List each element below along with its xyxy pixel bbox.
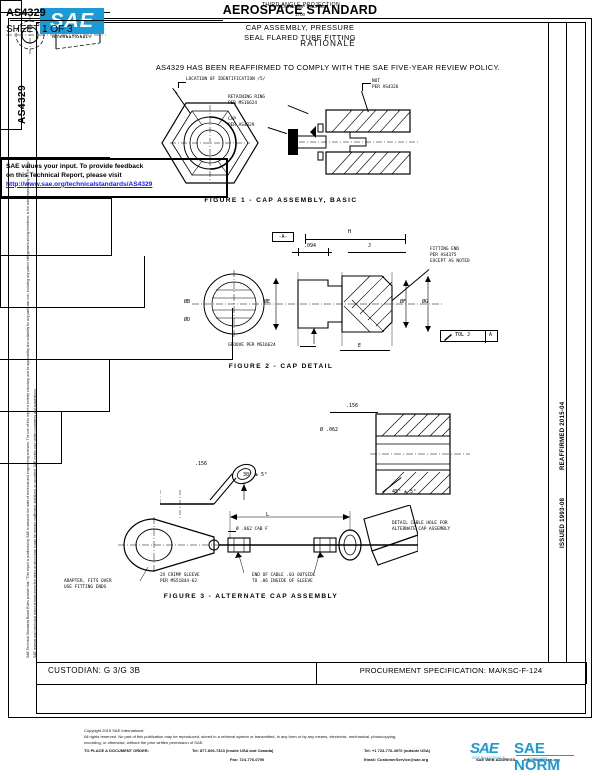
figure-1-caption: FIGURE 1 - CAP ASSEMBLY, BASIC xyxy=(204,197,358,204)
fig3-callout-crimp-spec: PER MS51844-62 xyxy=(160,579,198,584)
right-rail-divider xyxy=(548,22,549,662)
rationale-heading: RATIONALE xyxy=(300,39,356,48)
procurement-spec-label: PROCUREMENT SPECIFICATION: MA/KSC-F-124 xyxy=(359,666,543,675)
feedback-line-1: SAE values your input. To provide feedba… xyxy=(6,163,144,170)
document-number-tab-label: AS4329 xyxy=(17,84,28,124)
fig2-dim-H: H xyxy=(348,229,352,235)
fig3-callout-detail-2: ALTERNATE CAP ASSEMBLY xyxy=(392,527,451,532)
document-number: AS4329 xyxy=(6,7,46,19)
third-angle-projection-box: THIRD ANGLE PROJECTION xyxy=(0,2,340,256)
fig2-datum-box: -A- xyxy=(272,232,294,242)
fig1-callout-identification: LOCATION OF IDENTIFICATION /5/ xyxy=(186,77,266,82)
right-rail-divider-2 xyxy=(566,22,567,662)
fig1-section-view xyxy=(288,109,418,175)
footer-web-label: SAE WEB ADDRESS: xyxy=(476,757,517,762)
fig3-callout-adapter-2: USE FITTING ENDS xyxy=(64,585,107,590)
fig1-callout-nut: NUT xyxy=(372,79,380,84)
fig3-angle-30: 30° ± 5° xyxy=(243,472,268,478)
footer-tel-us: Tel: 877-606-7323 (inside USA and Canada… xyxy=(192,748,274,753)
watermark-sub-2: STANDARDS xyxy=(528,757,548,761)
feedback-line-2: on this Technical Report, please visit xyxy=(6,171,122,179)
footer-email: Email: CustomerService@sae.org xyxy=(364,757,429,762)
footer-rights-2: recording, or otherwise, without the pri… xyxy=(84,740,204,745)
fig2-callout-fitting-note: EXCEPT AS NOTED xyxy=(430,259,470,264)
standard-type-title: AEROSPACE STANDARD xyxy=(222,3,378,17)
fig2-dia-E: ØE xyxy=(264,299,271,305)
sae-logo-subtext: INTERNATIONAL® xyxy=(51,35,93,39)
fig2-dia-G: ØG xyxy=(422,299,429,305)
fig3-callout-cable-end: END OF CABLE .03 OUTSIDE xyxy=(252,573,316,578)
watermark-part-1: SAE xyxy=(470,740,499,757)
fig3-clamp-sketch xyxy=(160,463,257,518)
fig2-callout-groove: GROOVE PER MS16624 xyxy=(228,343,276,348)
fig1-hex-cap-view xyxy=(161,102,259,184)
fig2-dim-J: J xyxy=(368,243,372,249)
fig2-tolerance-frame: TOL J A xyxy=(440,330,498,343)
fig3-dim-156: .156 xyxy=(346,403,359,409)
footer-rights-1: All rights reserved. No part of this pub… xyxy=(84,734,397,739)
footer-copyright: Copyright 2015 SAE International xyxy=(84,728,144,733)
fig3-callout-adapter: ADAPTER, FITS OVER xyxy=(64,579,112,584)
fig2-tolerance-datum: A xyxy=(489,332,493,338)
title-cell: AEROSPACE STANDARD CAP ASSEMBLY, PRESSUR… xyxy=(0,3,377,360)
fig3-dim-062: Ø .062 xyxy=(320,427,339,433)
feedback-box[interactable]: SAE values your input. To provide feedba… xyxy=(0,158,228,198)
fig2-dia-D: ØD xyxy=(184,317,191,323)
fig3-detail-section xyxy=(370,413,470,495)
document-subtitle-1: CAP ASSEMBLY, PRESSURE xyxy=(245,23,355,32)
fig2-callout-fitting-end: FITTING END xyxy=(430,247,460,252)
footer-web-url: http://www.sae.org xyxy=(524,757,560,762)
watermark-part-2: SAE NORM xyxy=(514,740,560,774)
watermark-rule xyxy=(516,755,574,756)
fig3-angle-45: 45° ± 5° xyxy=(392,489,417,495)
fig1-callout-cap-spec: PER AS4329 xyxy=(228,123,255,128)
sheet-number: SHEET 1 OF 3 xyxy=(6,24,73,35)
footer-tel-out: Tel: +1 724-776-4970 (outside USA) xyxy=(364,748,431,753)
fig2-datum-label: -A- xyxy=(278,233,288,240)
fig1-callout-nut-spec: PER AS4326 xyxy=(372,85,399,90)
fig2-dim-094: .094 xyxy=(304,243,317,249)
figure-2-caption: FIGURE 2 - CAP DETAIL xyxy=(228,363,334,370)
revision-status-box: PROPRA SUP 7 CLASS 1700 xyxy=(0,4,325,158)
status-line-2: 1700 xyxy=(294,12,306,17)
footer: Copyright 2015 SAE International All rig… xyxy=(84,728,560,766)
fig3-dim-062-cab: Ø .062 CAB F xyxy=(236,527,268,532)
sae-review-text: SAE reviews each technical report at lea… xyxy=(33,388,37,658)
blank-cell xyxy=(0,412,62,464)
fig3-callout-detail-1: DETAIL CABLE HOLE FOR xyxy=(392,521,448,526)
rationale-body: AS4329 HAS BEEN REAFFIRMED TO COMPLY WIT… xyxy=(155,63,501,72)
fig3-dim-small: .156 xyxy=(195,461,208,467)
feedback-url-link[interactable]: http://www.sae.org/technicalstandards/AS… xyxy=(6,180,153,188)
issued-date: ISSUED 1993-08 xyxy=(560,497,566,548)
fig2-tolerance-label: TOL J xyxy=(455,332,471,338)
fig2-cap-detail-section xyxy=(192,270,442,346)
document-subtitle-2: SEAL FLARED TUBE FITTING xyxy=(244,33,356,42)
fig3-callout-cable-end-2: TO .06 INSIDE OF SLEEVE xyxy=(252,579,313,584)
sae-disclaimer-text: SAE Technical Standards Board Rules prov… xyxy=(26,159,30,658)
reaffirmed-date: REAFFIRMED 2015-04 xyxy=(560,401,566,470)
fig1-callout-cap: CAP xyxy=(228,117,236,122)
fig2-dia-B: ØB xyxy=(184,299,191,305)
fig3-dim-L: L xyxy=(266,512,270,518)
footer-order-label: TO PLACE A DOCUMENT ORDER: xyxy=(84,748,149,753)
title-underline xyxy=(10,20,223,21)
status-line-1: PROPRA SUP 7 CLASS xyxy=(275,4,325,9)
fig2-dia-F: ØF xyxy=(400,299,407,305)
document-number-cell: AS4329 SHEET 1 OF 3 xyxy=(0,7,110,412)
drawing-inner-frame xyxy=(36,22,586,714)
fig2-dim-E: E xyxy=(358,343,362,349)
fig3-assembly-sketch xyxy=(118,505,418,582)
fig1-callout-retaining-ring: RETAINING RING xyxy=(228,95,266,100)
figure-3-caption: FIGURE 3 - ALTERNATE CAP ASSEMBLY xyxy=(163,593,339,600)
watermark-sub-1: INTERNATIONAL® xyxy=(472,756,506,760)
footer-fax: Fax: 724-776-0790 xyxy=(230,757,265,762)
fig2-callout-fitting-spec: PER AS4375 xyxy=(430,253,457,258)
fig3-callout-crimp: 2X CRIMP SLEEVE xyxy=(160,573,200,578)
custodian-label: CUSTODIAN: G 3/G 3B xyxy=(48,666,141,675)
third-angle-projection-label: THIRD ANGLE PROJECTION xyxy=(261,2,341,8)
document-number-tab: AS4329 xyxy=(0,0,28,130)
drawing-outer-frame xyxy=(8,18,592,718)
